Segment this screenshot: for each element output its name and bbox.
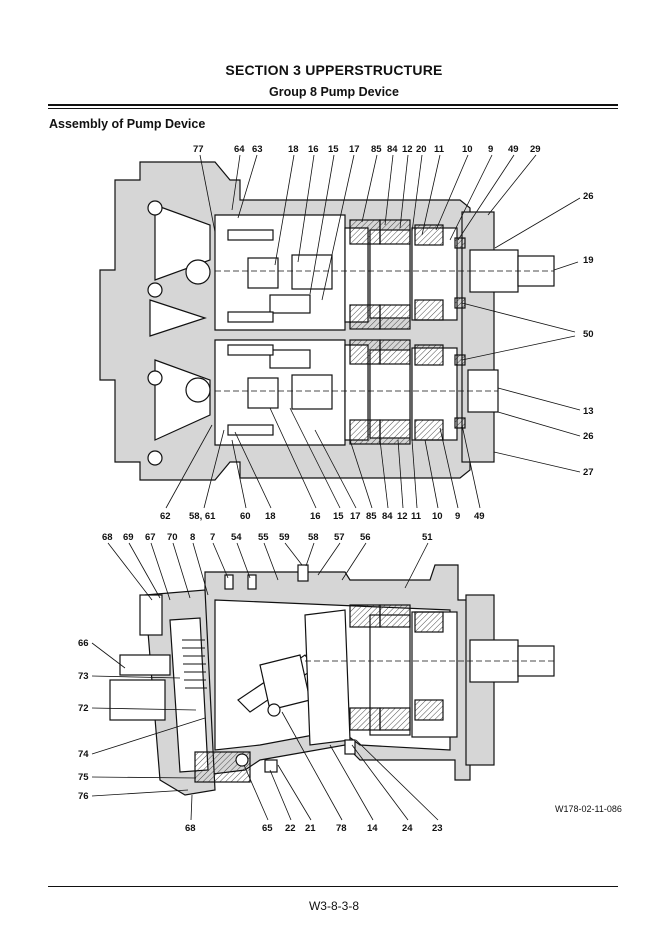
callout-56: 56: [360, 532, 371, 543]
callout-72: 72: [78, 703, 89, 714]
callout-21: 21: [305, 823, 316, 834]
lower-cross-section: [109, 564, 555, 796]
callout-11-bottom: 11: [411, 511, 422, 522]
callout-16-bottom: 16: [310, 511, 321, 522]
header-rule-thick: [48, 104, 618, 106]
callout-70: 70: [167, 532, 178, 543]
callout-63: 63: [252, 144, 263, 155]
callout-49-bottom: 49: [474, 511, 485, 522]
callout-51: 51: [422, 532, 433, 543]
callout-68: 68: [102, 532, 113, 543]
callout-18-bottom: 18: [265, 511, 276, 522]
callout-16: 16: [308, 144, 319, 155]
callout-54: 54: [231, 532, 242, 543]
callout-66: 66: [78, 638, 89, 649]
callout-18: 18: [288, 144, 299, 155]
callout-14: 14: [367, 823, 378, 834]
callout-12: 12: [402, 144, 413, 155]
callout-69: 69: [123, 532, 134, 543]
callout-15: 15: [328, 144, 339, 155]
callout-17: 17: [349, 144, 360, 155]
figure-code: W178-02-11-086: [555, 804, 622, 814]
group-title: Group 8 Pump Device: [269, 85, 399, 99]
leader-lines: [91, 154, 581, 821]
callout-11: 11: [434, 144, 445, 155]
callout-7: 7: [210, 532, 215, 543]
callout-77: 77: [193, 144, 204, 155]
callout-85-bottom: 85: [366, 511, 377, 522]
callout-22: 22: [285, 823, 296, 834]
callout-84: 84: [387, 144, 398, 155]
callout-9: 9: [488, 144, 493, 155]
callout-58-61: 58, 61: [189, 511, 216, 522]
callout-78: 78: [336, 823, 347, 834]
assembly-heading: Assembly of Pump Device: [49, 117, 206, 131]
callout-26: 26: [583, 191, 594, 202]
callout-49: 49: [508, 144, 519, 155]
callout-59: 59: [279, 532, 290, 543]
callout-50: 50: [583, 329, 594, 340]
callout-29: 29: [530, 144, 541, 155]
callout-60: 60: [240, 511, 251, 522]
header-rule-thin: [48, 108, 618, 109]
callout-67: 67: [145, 532, 156, 543]
callout-74: 74: [78, 749, 89, 760]
callout-27: 27: [583, 467, 594, 478]
section-title: SECTION 3 UPPERSTRUCTURE: [225, 62, 443, 78]
callout-68-bottom: 68: [185, 823, 196, 834]
callout-17-bottom: 17: [350, 511, 361, 522]
callout-75: 75: [78, 772, 89, 783]
callout-26-lower: 26: [583, 431, 594, 442]
callout-12-bottom: 12: [397, 511, 408, 522]
callout-23: 23: [432, 823, 443, 834]
callout-8: 8: [190, 532, 195, 543]
callout-15-bottom: 15: [333, 511, 344, 522]
callout-62: 62: [160, 511, 171, 522]
callout-65: 65: [262, 823, 273, 834]
footer-rule: [48, 886, 618, 887]
callout-19: 19: [583, 255, 594, 266]
callout-9-bottom: 9: [455, 511, 460, 522]
callout-85: 85: [371, 144, 382, 155]
upper-cross-section: [99, 161, 555, 481]
page-number: W3-8-3-8: [308, 899, 359, 913]
callout-10-bottom: 10: [432, 511, 443, 522]
callout-76: 76: [78, 791, 89, 802]
callout-10: 10: [462, 144, 473, 155]
callout-64: 64: [234, 144, 245, 155]
callout-20: 20: [416, 144, 427, 155]
callout-24: 24: [402, 823, 413, 834]
callout-13: 13: [583, 406, 594, 417]
callout-73: 73: [78, 671, 89, 682]
callout-84-bottom: 84: [382, 511, 393, 522]
callout-58: 58: [308, 532, 319, 543]
callout-55: 55: [258, 532, 269, 543]
callout-57: 57: [334, 532, 345, 543]
